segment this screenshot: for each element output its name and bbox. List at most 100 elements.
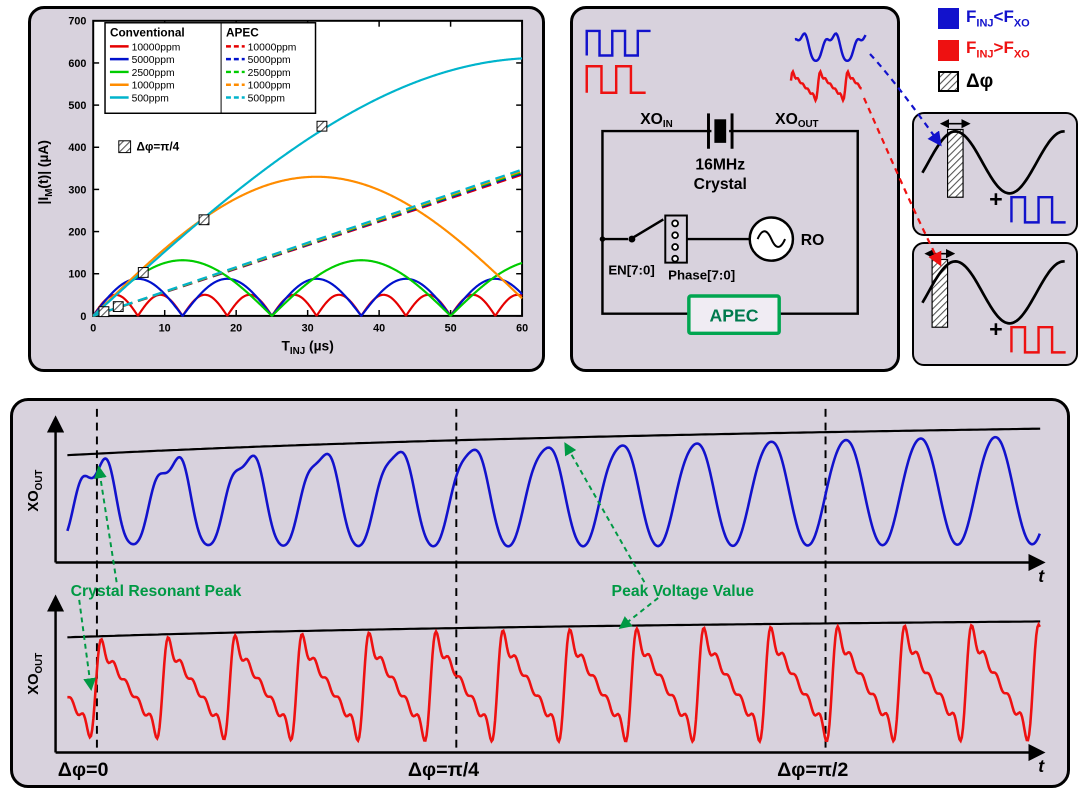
finj-lt-fxo-label: FINJ<FXO	[966, 7, 1030, 30]
legend-label: 1000ppm	[132, 81, 175, 92]
legend-dphi: Δφ	[938, 70, 1078, 92]
mix1-waves	[921, 130, 1066, 224]
series-apec-500ppm	[92, 168, 523, 317]
bottom-axis-label-xo-out: XOOUT	[26, 653, 45, 695]
y-tick-label: 300	[68, 184, 86, 196]
blue-distorted-xo-glyph	[794, 32, 867, 63]
peak-voltage-envelope-red	[67, 620, 1041, 639]
y-tick-label: 100	[68, 269, 86, 281]
crystal-name-label: Crystal	[694, 176, 747, 193]
legend-label: 500ppm	[132, 93, 169, 104]
phase-marker	[198, 214, 210, 226]
peak-voltage-envelope-blue	[67, 427, 1041, 457]
xo-out-waveform-red	[67, 621, 1041, 745]
plus-sign: +	[989, 186, 1003, 212]
legend-finj-lt-fxo: FINJ<FXO	[938, 7, 1078, 30]
series-conventional-2500ppm	[92, 259, 523, 317]
waveform-generated-content: Δφ=0 Δφ=π/4 Δφ=π/2	[58, 408, 1041, 781]
crystal-freq-label: 16MHz	[695, 156, 745, 173]
legend-finj-gt-fxo: FINJ>FXO	[938, 38, 1078, 61]
phase-annotation-label: Δφ=π/4	[137, 140, 180, 154]
y-tick-label: 400	[68, 142, 86, 154]
plus-sign: +	[989, 316, 1003, 342]
legend-label: 2500ppm	[132, 68, 175, 79]
xo-out-label: XOOUT	[775, 111, 818, 130]
crystal-symbol	[707, 113, 734, 149]
dphi-label: Δφ	[966, 70, 994, 92]
y-tick-label: 0	[80, 311, 86, 323]
crystal-sine-wave	[921, 130, 1065, 195]
peak-voltage-value-label: Peak Voltage Value	[612, 583, 755, 600]
apec-block	[687, 294, 781, 336]
x-tick-label: 60	[516, 323, 528, 335]
injection-phase-switch	[628, 214, 688, 264]
phase-label: Δφ=0	[58, 759, 109, 781]
red-distorted-xo-glyph	[789, 68, 862, 104]
crystal-resonant-peak-label: Crystal Resonant Peak	[71, 583, 242, 600]
xo-out-waveforms: Δφ=0 Δφ=π/4 Δφ=π/2 XOOUT XOOUT t t Crystal…	[26, 408, 1046, 781]
y-tick-label: 700	[68, 16, 86, 28]
red-square-wave	[1010, 326, 1066, 354]
x-tick-label: 40	[373, 323, 385, 335]
clock-waveform-glyphs	[585, 29, 867, 104]
wire-left-loop	[601, 129, 712, 315]
phase-marker	[112, 301, 124, 313]
red-injection-clock-glyph	[585, 65, 646, 95]
mix-diagram-low-freq: +	[921, 119, 1066, 224]
circuit-diagram: XOIN XOOUT 16MHz Crystal Phase[7:0] EN[7…	[585, 29, 867, 336]
apec-label: APEC	[709, 306, 758, 326]
xo-out-waveform-blue	[66, 435, 1041, 548]
xo-in-label: XOIN	[640, 111, 672, 130]
top-axes	[46, 415, 1046, 572]
dphi-band	[946, 128, 964, 198]
mix2-waves	[921, 260, 1066, 354]
bottom-t-label: t	[1038, 756, 1045, 776]
legend-label: 1000ppm	[248, 81, 291, 92]
phase-marker-legend	[118, 140, 132, 154]
annotation-arrow	[78, 599, 97, 692]
phase-marker	[98, 306, 110, 318]
blue-swatch	[938, 8, 959, 30]
ro-label: RO	[801, 232, 825, 249]
series-conventional-1000ppm	[92, 175, 523, 317]
legend-header-conventional: Conventional	[110, 26, 185, 40]
bottom-axes	[46, 594, 1046, 762]
ring-oscillator-symbol	[748, 216, 795, 262]
legend-label: 2500ppm	[248, 68, 291, 79]
phase-markers	[98, 120, 328, 318]
chart-curves	[92, 57, 523, 317]
mix-diagram-high-freq: +	[921, 249, 1066, 354]
x-tick-label: 30	[302, 323, 314, 335]
legend-label: 10000ppm	[248, 42, 297, 53]
y-tick-label: 200	[68, 227, 86, 239]
circuit-panel: XOIN XOOUT 16MHz Crystal Phase[7:0] EN[7…	[570, 6, 900, 372]
mix-panel-low-freq: +	[912, 112, 1078, 236]
legend-label: 5000ppm	[132, 55, 175, 66]
mix-panel-high-freq: +	[912, 242, 1078, 366]
phase-marker	[316, 120, 328, 132]
wire-right-loop	[729, 129, 859, 315]
wire-junction-dot	[599, 236, 606, 242]
y-tick-label: 600	[68, 58, 86, 70]
top-t-label: t	[1038, 566, 1045, 586]
en-bus-label: EN[7:0]	[608, 262, 654, 277]
circuit-wires	[601, 129, 859, 315]
phase-label: Δφ=π/4	[408, 759, 479, 781]
legend-label: 5000ppm	[248, 55, 291, 66]
series-conventional-500ppm	[92, 57, 523, 317]
phase-marker	[137, 267, 149, 278]
dphi-hatch-swatch	[938, 70, 959, 92]
y-axis-title: |IM(t)| (µA)	[36, 140, 55, 204]
phase-label: Δφ=π/2	[777, 759, 848, 781]
x-tick-label: 50	[445, 323, 457, 335]
red-swatch	[938, 39, 959, 61]
x-axis-title: TINJ (µs)	[281, 338, 333, 357]
green-annotations: Crystal Resonant Peak Peak Voltage Value	[71, 442, 755, 692]
top-axis-label-xo-out: XOOUT	[26, 470, 45, 512]
blue-injection-clock-glyph	[585, 29, 651, 57]
finj-gt-fxo-label: FINJ>FXO	[966, 38, 1030, 61]
